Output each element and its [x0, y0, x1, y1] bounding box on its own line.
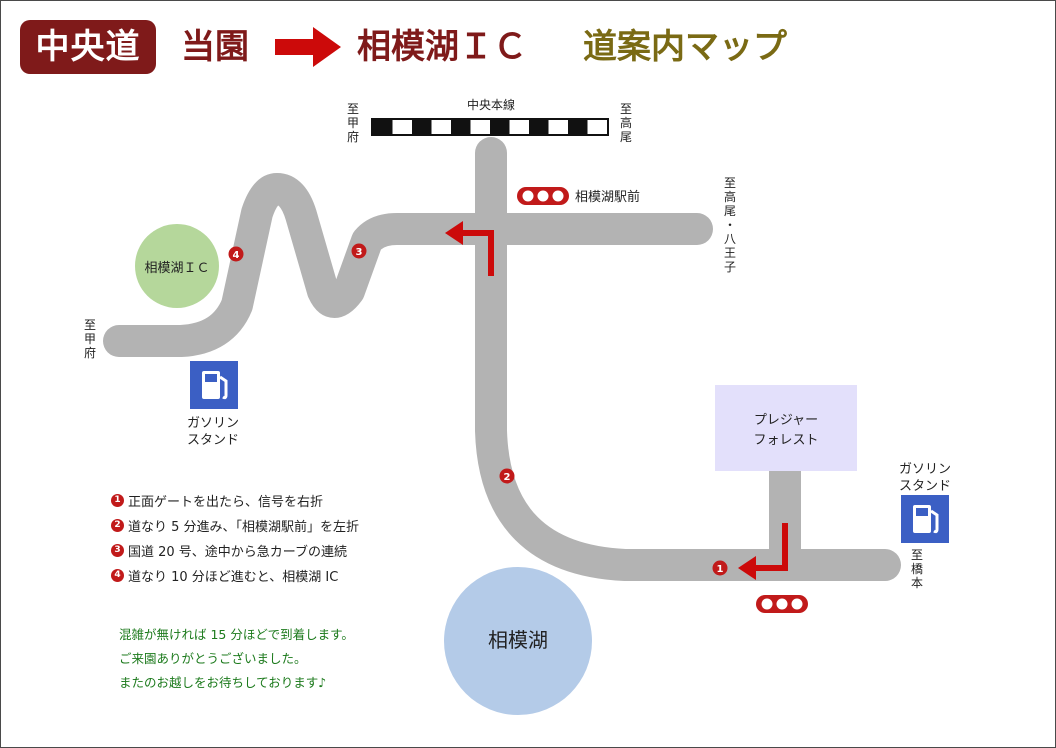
direction-char: 高 [724, 189, 736, 204]
route-arrow-north [459, 230, 494, 276]
header-arrow-icon [275, 27, 341, 67]
railway-track [371, 118, 609, 136]
legend-text: 国道 20 号、途中から急カーブの連続 [128, 545, 348, 560]
lake-circle [444, 567, 592, 715]
legend-marker: 4 [111, 569, 124, 582]
legend-marker: 2 [111, 519, 124, 532]
closing-note: 混雑が無ければ 15 分ほどで到着します。 ご来園ありがとうございました。 また… [119, 623, 354, 695]
fuel-pump-icon [190, 361, 238, 409]
direction-char: 子 [724, 260, 736, 274]
direction-char: 八 [724, 232, 736, 246]
railway-tie [431, 120, 451, 134]
header-destination: 相模湖ＩＣ [357, 27, 527, 67]
direction-char: 府 [347, 129, 359, 144]
road-route20 [103, 173, 713, 357]
railway-tie [587, 120, 607, 134]
direction-label-road-east: 至高尾・八王子 [724, 176, 736, 274]
legend-row: 1 正面ゲートを出たら、信号を右折 [111, 488, 359, 513]
direction-char: 王 [724, 246, 736, 260]
gas-label-east-1: ガソリン [899, 462, 951, 477]
svg-text:2: 2 [504, 472, 511, 483]
direction-label-road-south: 至橋本 [911, 548, 923, 590]
direction-label-road-west: 至甲府 [84, 318, 96, 360]
svg-text:4: 4 [233, 250, 240, 261]
legend-text: 道なり 10 分ほど進むと、相模湖 IC [128, 570, 339, 585]
svg-text:1: 1 [717, 564, 724, 575]
direction-char: 高 [620, 115, 632, 130]
railway-tie [548, 120, 568, 134]
road-main [475, 137, 901, 581]
note-line: ご来園ありがとうございました。 [119, 651, 307, 666]
forest-label-2: フォレスト [753, 433, 818, 448]
direction-char: 府 [84, 345, 96, 360]
direction-char: 本 [911, 576, 923, 590]
header-subtitle: 道案内マップ [583, 27, 787, 67]
route-marker-4: 4 [228, 246, 244, 262]
note-line: 混雑が無ければ 15 分ほどで到着します。 [119, 627, 354, 642]
legend-marker: 1 [111, 494, 124, 507]
railway-tie [470, 120, 490, 134]
railway-label: 中央本線 [467, 97, 515, 112]
direction-char: 至 [620, 102, 632, 116]
note-line: またのお越しをお待ちしております♪ [119, 675, 327, 690]
legend-text: 道なり 5 分進み、「相模湖駅前」を左折 [128, 520, 360, 535]
legend-marker: 3 [111, 544, 124, 557]
gas-label-west-2: スタンド [187, 433, 239, 448]
direction-char: 甲 [347, 116, 359, 130]
legend-row: 4 道なり 10 分ほど進むと、相模湖 IC [111, 563, 359, 588]
lake-label: 相模湖 [488, 628, 548, 652]
direction-char: 至 [84, 318, 96, 332]
legend-row: 3 国道 20 号、途中から急カーブの連続 [111, 538, 359, 563]
svg-text:3: 3 [356, 247, 363, 258]
legend-row: 2 道なり 5 分進み、「相模湖駅前」を左折 [111, 513, 359, 538]
direction-char: ・ [724, 218, 736, 232]
gas-label-west-1: ガソリン [187, 416, 239, 431]
forest-label-1: プレジャー [754, 413, 818, 428]
direction-char: 至 [911, 548, 923, 562]
directions-legend: 1 正面ゲートを出たら、信号を右折 2 道なり 5 分進み、「相模湖駅前」を左折… [111, 488, 359, 588]
ic-circle [135, 224, 219, 308]
signal-label-station: 相模湖駅前 [575, 189, 640, 205]
traffic-signal-icon [756, 595, 808, 613]
direction-char: 尾 [724, 204, 736, 218]
route-arrow-south [753, 523, 788, 571]
direction-label-rail-east: 至高尾 [620, 102, 632, 144]
expressway-badge: 中央道 [20, 20, 156, 74]
route-marker-1: 1 [712, 560, 728, 576]
traffic-signal-icon [517, 187, 569, 205]
route-marker-3: 3 [351, 243, 367, 259]
direction-char: 甲 [84, 332, 96, 346]
route-arrow-north-head [445, 221, 463, 245]
fuel-pump-icon [901, 495, 949, 543]
gas-label-east-2: スタンド [899, 479, 951, 494]
direction-char: 尾 [620, 130, 632, 144]
ic-label: 相模湖ＩＣ [144, 261, 209, 276]
route-marker-2: 2 [499, 468, 515, 484]
header-origin: 当園 [181, 27, 249, 67]
legend-text: 正面ゲートを出たら、信号を右折 [128, 495, 324, 510]
forest-box [715, 385, 857, 471]
direction-char: 至 [347, 102, 359, 116]
direction-label-rail-west: 至甲府 [347, 102, 359, 144]
route-arrow-south-head [738, 556, 756, 580]
direction-char: 橋 [911, 562, 923, 576]
direction-char: 至 [724, 176, 736, 190]
railway-tie [392, 120, 412, 134]
railway-tie [509, 120, 529, 134]
